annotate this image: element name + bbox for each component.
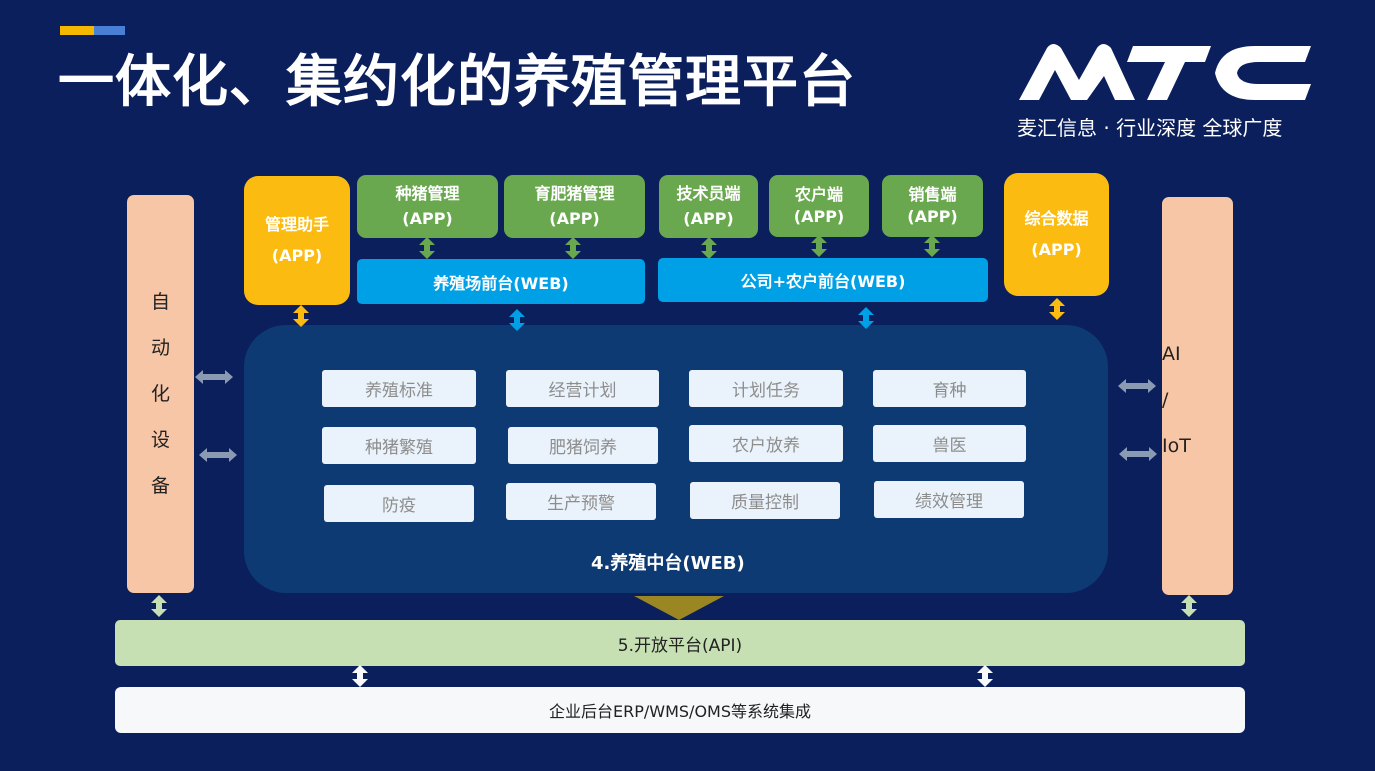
- app-name: 育肥猪管理: [534, 183, 615, 203]
- mtc-logo: [1019, 44, 1311, 100]
- module-box: 计划任务: [689, 370, 843, 407]
- company-front-web: 公司+农户前台(WEB): [658, 258, 988, 302]
- module-box: 种猪繁殖: [322, 427, 476, 464]
- double-arrow-icon: [1049, 298, 1065, 320]
- module-box: 经营计划: [506, 370, 659, 407]
- double-arrow-icon: [1118, 379, 1156, 393]
- module-box: 兽医: [873, 425, 1026, 462]
- module-box: 农户放养: [689, 425, 843, 462]
- side-char: 自: [150, 291, 170, 313]
- double-arrow-icon: [509, 309, 525, 331]
- double-arrow-icon: [1181, 595, 1197, 617]
- module-box: 育种: [873, 370, 1026, 407]
- app-name: 销售端: [908, 185, 957, 205]
- side-line: /: [1162, 389, 1169, 411]
- double-arrow-icon: [858, 307, 874, 329]
- erp-integration-bar: 企业后台ERP/WMS/OMS等系统集成: [115, 687, 1245, 733]
- fattening-pig-app: 育肥猪管理 (APP): [504, 175, 645, 238]
- double-arrow-icon: [924, 235, 940, 257]
- double-arrow-icon: [701, 237, 717, 259]
- side-line: IoT: [1162, 435, 1191, 457]
- app-type: (APP): [793, 207, 845, 226]
- platform-label: 4.养殖中台(WEB): [591, 553, 745, 574]
- ai-iot-box: AI / IoT: [1162, 197, 1233, 595]
- double-arrow-icon: [195, 370, 233, 384]
- double-arrow-icon: [419, 237, 435, 259]
- double-arrow-icon: [811, 235, 827, 257]
- double-arrow-icon: [352, 665, 368, 687]
- app-name: 农户端: [794, 185, 843, 205]
- side-line: AI: [1162, 343, 1181, 365]
- comprehensive-data-app: 综合数据 (APP): [1004, 173, 1109, 296]
- double-arrow-icon: [293, 305, 309, 327]
- technician-app: 技术员端 (APP): [659, 175, 758, 238]
- app-name: 综合数据: [1024, 209, 1089, 229]
- farmer-app: 农户端 (APP): [769, 175, 869, 237]
- open-platform-api-bar: 5.开放平台(API): [115, 620, 1245, 666]
- double-arrow-icon: [199, 448, 237, 462]
- module-box: 生产预警: [506, 483, 656, 520]
- breeding-pig-app: 种猪管理 (APP): [357, 175, 498, 238]
- double-arrow-icon: [151, 595, 167, 617]
- module-box: 质量控制: [690, 482, 840, 519]
- page-title: 一体化、集约化的养殖管理平台: [58, 50, 856, 115]
- automation-equipment-box: 自 动 化 设 备: [127, 195, 194, 593]
- app-name: 技术员端: [676, 183, 741, 203]
- module-box: 绩效管理: [874, 481, 1024, 518]
- app-name: 管理助手: [264, 215, 329, 235]
- farm-front-web: 养殖场前台(WEB): [357, 259, 645, 304]
- app-type: (APP): [271, 245, 323, 265]
- module-box: 肥猪饲养: [508, 427, 658, 464]
- app-type: (APP): [402, 208, 453, 228]
- side-char: 化: [150, 383, 170, 405]
- module-box: 防疫: [324, 485, 474, 522]
- accent-bar-yellow: [60, 26, 94, 35]
- side-char: 设: [150, 429, 170, 451]
- app-type: (APP): [683, 208, 734, 228]
- sales-app: 销售端 (APP): [882, 175, 983, 237]
- app-type: (APP): [907, 207, 958, 226]
- double-arrow-icon: [1119, 447, 1157, 461]
- double-arrow-icon: [977, 665, 993, 687]
- side-char: 动: [150, 337, 170, 359]
- down-triangle-icon: [634, 596, 724, 620]
- side-char: 备: [150, 475, 170, 497]
- app-name: 种猪管理: [395, 183, 460, 203]
- double-arrow-icon: [565, 237, 581, 259]
- slogan: 麦汇信息 · 行业深度 全球广度: [1017, 116, 1283, 140]
- accent-bar-blue: [94, 26, 125, 35]
- module-box: 养殖标准: [322, 370, 476, 407]
- app-type: (APP): [549, 208, 600, 228]
- management-assistant-app: 管理助手 (APP): [244, 176, 350, 305]
- app-type: (APP): [1031, 239, 1082, 259]
